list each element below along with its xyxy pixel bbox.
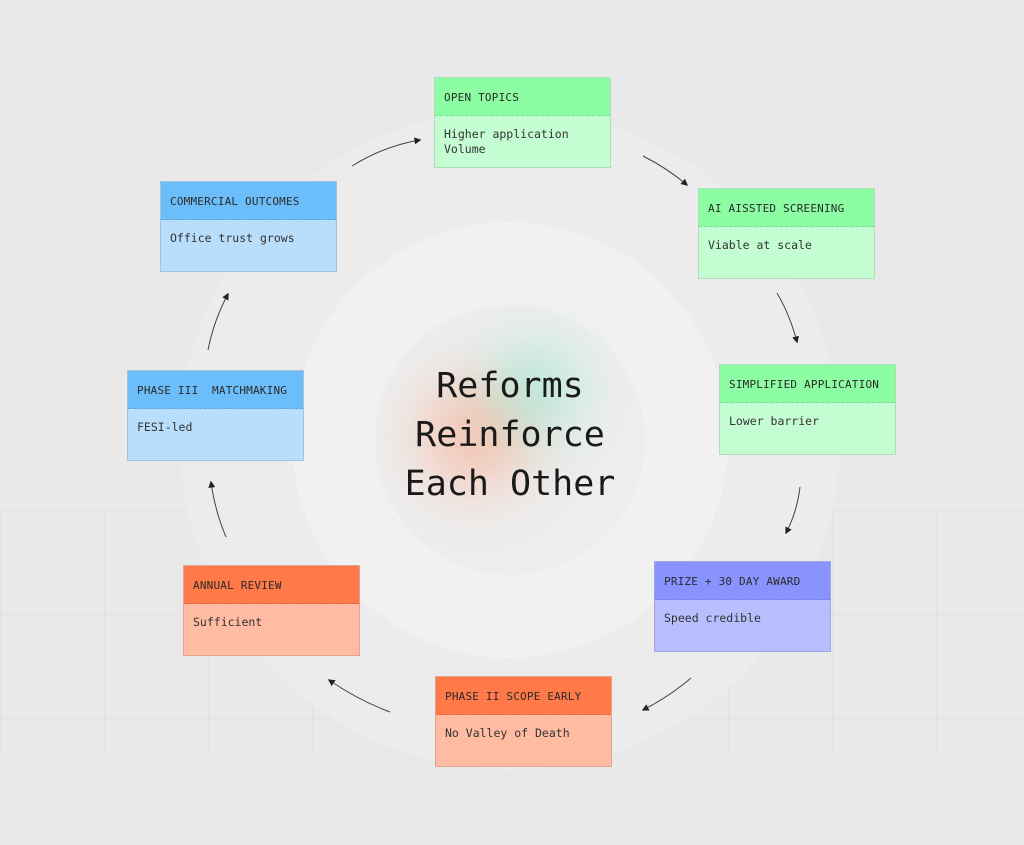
title-line: Each Other — [404, 464, 616, 504]
card-body: Speed credible — [664, 611, 761, 625]
card-body: Office trust grows — [170, 231, 295, 245]
card-body: Viable at scale — [708, 238, 812, 252]
reform-card: COMMERCIAL OUTCOMES Office trust grows — [160, 181, 337, 272]
card-title: PHASE II SCOPE EARLY — [436, 677, 611, 715]
card-title: COMMERCIAL OUTCOMES — [161, 182, 336, 220]
arrow — [327, 679, 391, 713]
reform-card: OPEN TOPICS Higher application Volume — [434, 77, 611, 168]
card-title: SIMPLIFIED APPLICATION — [720, 365, 895, 403]
inner-ring — [375, 305, 645, 575]
card-title: ANNUAL REVIEW — [184, 566, 359, 604]
arrow — [641, 677, 692, 711]
reform-card: PHASE III MATCHMAKING FESI-led — [127, 370, 304, 461]
teal-glow — [490, 345, 580, 435]
card-title: OPEN TOPICS — [435, 78, 610, 116]
card-body: No Valley of Death — [445, 726, 570, 740]
reform-card: PRIZE + 30 DAY AWARD Speed credible — [654, 561, 831, 652]
reform-card: ANNUAL REVIEW Sufficient — [183, 565, 360, 656]
center-title: Reforms Reinforce Each Other — [360, 362, 660, 509]
arrow — [207, 292, 229, 351]
arrow — [642, 155, 689, 186]
orange-glow — [420, 380, 530, 490]
card-title: PHASE III MATCHMAKING — [128, 371, 303, 409]
card-body: Sufficient — [193, 615, 263, 629]
card-title: AI AISSTED SCREENING — [699, 189, 874, 227]
card-body: Higher application Volume — [444, 127, 569, 156]
arrow — [351, 137, 422, 167]
reform-card: PHASE II SCOPE EARLY No Valley of Death — [435, 676, 612, 767]
title-line: Reforms — [436, 366, 584, 406]
title-line: Reinforce — [415, 415, 605, 455]
arrow — [785, 486, 801, 535]
card-title: PRIZE + 30 DAY AWARD — [655, 562, 830, 600]
arrow — [776, 292, 799, 344]
reform-card: SIMPLIFIED APPLICATION Lower barrier — [719, 364, 896, 455]
reform-card: AI AISSTED SCREENING Viable at scale — [698, 188, 875, 279]
card-body: FESI-led — [137, 420, 193, 434]
arrow — [208, 480, 227, 538]
card-body: Lower barrier — [729, 414, 820, 428]
